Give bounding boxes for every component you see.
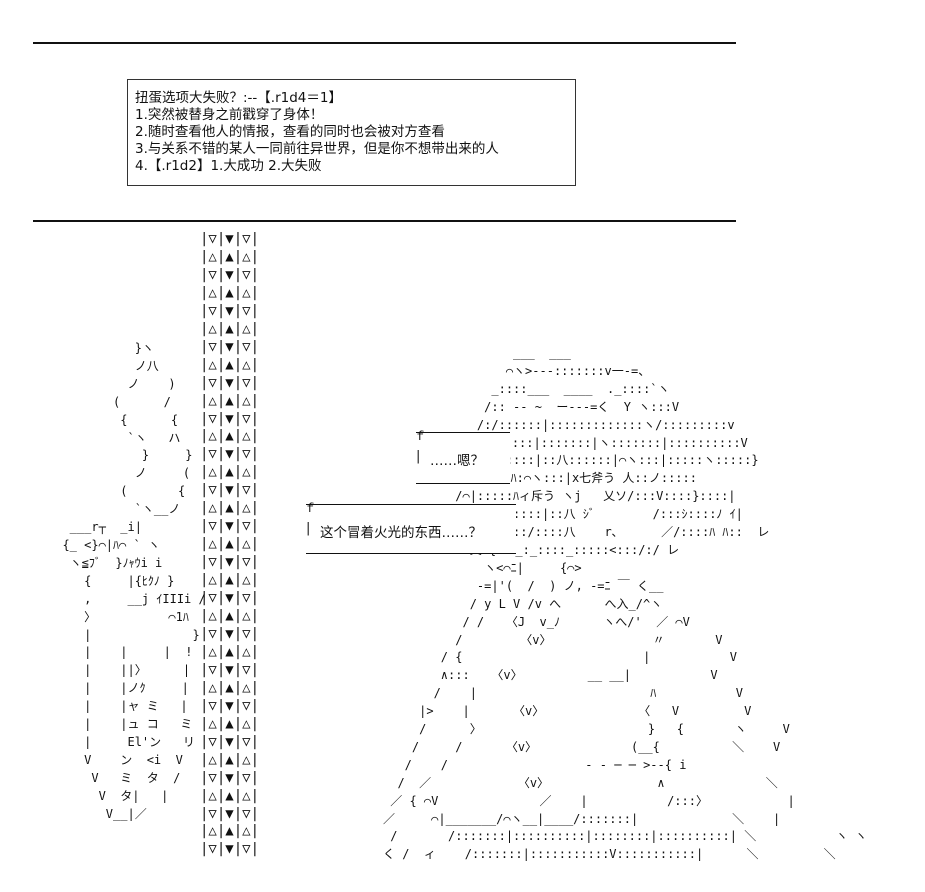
speech-text-fire: 这个冒着火光的东西……？ [320, 525, 482, 541]
torch-figure-art: }ヽ ノ八 ノ ) ( / { { `ヽ ハ } } ノ ( ( { `ヽ__ノ… [62, 341, 206, 821]
bottom-divider [33, 220, 736, 222]
bubble-edge-icon: | [306, 521, 311, 536]
bubble-tail-icon: ｆ [414, 429, 427, 443]
choice-option-3: 3.与关系不错的某人一同前往异世界，但是你不想带出来的人 [135, 141, 499, 157]
bubble-tail-icon: ｆ [304, 501, 317, 515]
choice-option-1: 1.突然被替身之前戳穿了身体！ [135, 107, 324, 123]
bubble-edge-icon: | [416, 449, 421, 464]
speech-text-hmm: ……嗯？ [430, 453, 484, 469]
choice-option-4: 4.【.r1d2】1.大成功 2.大失败 [135, 158, 322, 174]
speech-bubble-fire: ｆ | 这个冒着火光的东西……？ [304, 501, 516, 554]
character-figure-art: ___ ___ ⌒ヽ>---:::::::v一-=、 _::::___ ____… [383, 346, 867, 862]
choice-title: 扭蛋选项大失败？:--【.r1d4＝1】 [135, 90, 342, 106]
choice-option-2: 2.随时查看他人的情报，查看的同时也会被对方查看 [135, 124, 445, 140]
top-divider [33, 42, 736, 44]
choice-box: 扭蛋选项大失败？:--【.r1d4＝1】 1.突然被替身之前戳穿了身体！ 2.随… [127, 79, 576, 186]
patterned-pillar-art: |▽|▼|▽| |△|▲|△| |▽|▼|▽| |△|▲|△| |▽|▼|▽| … [200, 231, 260, 858]
speech-bubble-hmm: ｆ | ……嗯？ [414, 429, 510, 484]
